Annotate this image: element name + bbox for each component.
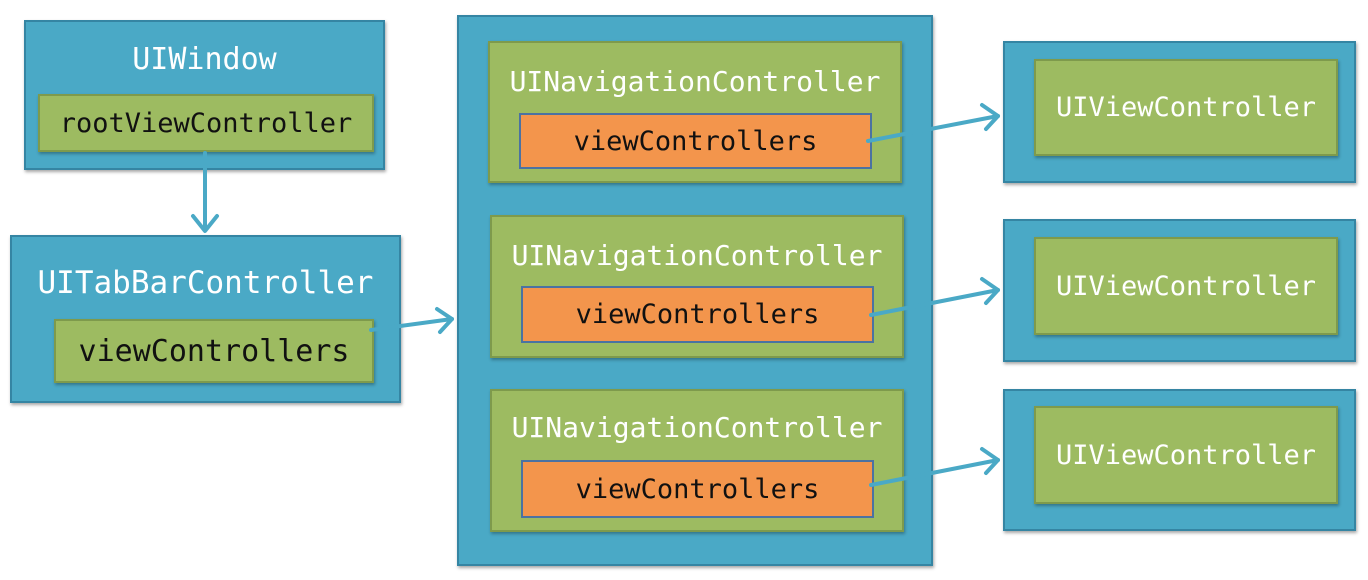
navigation-view-controllers-array: viewControllers xyxy=(521,286,874,343)
navigation-controller-box: UINavigationController viewControllers xyxy=(490,215,904,358)
navigation-controller-box: UINavigationController viewControllers xyxy=(488,41,902,183)
navigation-controllers-container: UINavigationController viewControllers U… xyxy=(457,15,933,566)
uiwindow-title: UIWindow xyxy=(132,42,277,77)
uiwindow-box: UIWindow rootViewController xyxy=(24,20,385,170)
view-controller-frame: UIViewController xyxy=(1003,219,1356,362)
view-controller-box: UIViewController xyxy=(1034,406,1338,504)
view-controller-box: UIViewController xyxy=(1034,237,1338,335)
view-controller-frame: UIViewController xyxy=(1003,41,1356,183)
root-view-controller-property: rootViewController xyxy=(38,94,374,152)
navigation-view-controllers-array: viewControllers xyxy=(521,460,874,518)
uitabbarcontroller-box: UITabBarController viewControllers xyxy=(10,235,401,403)
navigation-controller-title: UINavigationController xyxy=(511,411,883,444)
uitabbarcontroller-title: UITabBarController xyxy=(37,265,374,301)
navigation-controller-title: UINavigationController xyxy=(511,239,883,272)
view-controller-box: UIViewController xyxy=(1034,59,1338,156)
view-controller-frame: UIViewController xyxy=(1003,389,1356,531)
navigation-controller-title: UINavigationController xyxy=(509,65,881,98)
tab-bar-view-controllers-property: viewControllers xyxy=(54,319,374,383)
navigation-view-controllers-array: viewControllers xyxy=(519,113,872,169)
navigation-controller-box: UINavigationController viewControllers xyxy=(490,389,904,532)
